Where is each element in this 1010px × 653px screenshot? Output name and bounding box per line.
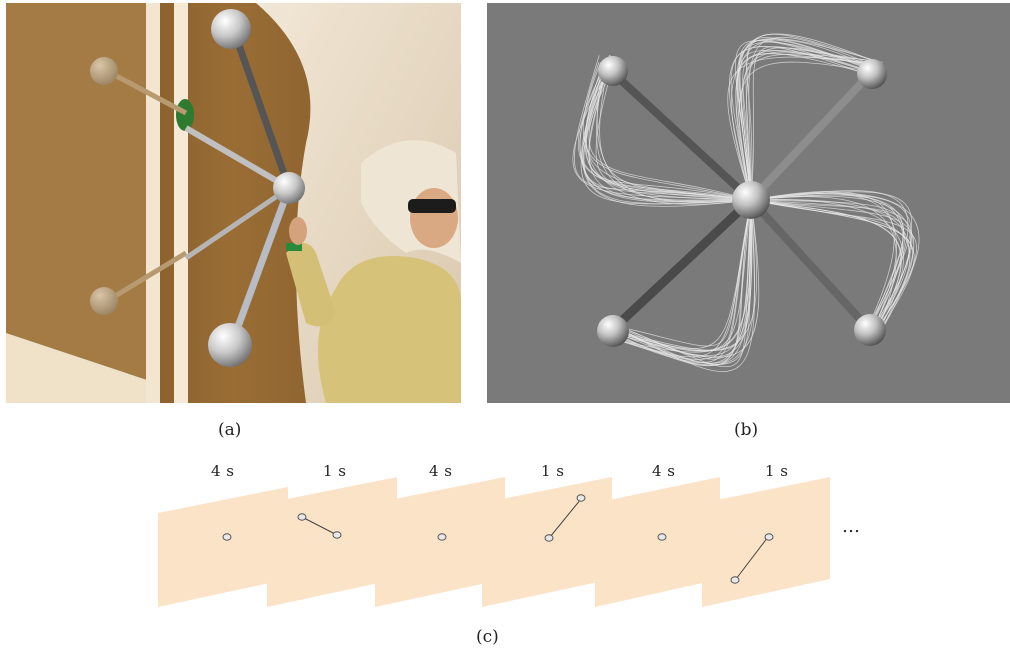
- trajectory-line: [750, 196, 897, 341]
- arm-top-right: [747, 69, 875, 204]
- sequence-continuation: …: [842, 516, 862, 537]
- trajectory-line: [727, 56, 877, 201]
- arm-bottom-left: [606, 195, 756, 336]
- participant-photo: [6, 3, 461, 403]
- trajectory-lines: [572, 33, 920, 372]
- trajectory-line: [582, 70, 752, 207]
- trajectory-line: [588, 70, 752, 201]
- panel-a-photo: [6, 3, 461, 403]
- trajectory-line: [611, 199, 752, 349]
- trajectory-line: [585, 67, 752, 201]
- arm-bottom-right: [747, 196, 873, 333]
- frame-4: [482, 477, 612, 607]
- caption-a: (a): [218, 420, 242, 440]
- frame-3: [375, 477, 505, 607]
- trajectory-line: [610, 199, 756, 366]
- panel-b-trajectories: [487, 3, 1010, 403]
- trajectory-line: [583, 64, 752, 205]
- trajectory-line: [740, 51, 872, 201]
- target-sphere-bottom-left: [597, 315, 629, 347]
- trajectory-plot: [487, 3, 1010, 403]
- duration-label-4: 1 s: [541, 462, 565, 480]
- trajectory-line: [736, 33, 872, 201]
- arm-top-left: [607, 67, 755, 204]
- trajectory-line: [746, 37, 881, 201]
- trajectory-line: [616, 199, 752, 358]
- panel-c-sequence: [150, 455, 850, 615]
- caption-c: (c): [476, 627, 499, 647]
- duration-label-2: 1 s: [323, 462, 347, 480]
- trajectory-line: [588, 55, 752, 201]
- trajectory-line: [581, 56, 752, 201]
- trajectory-line: [610, 199, 753, 356]
- trajectory-line: [735, 52, 874, 201]
- target-sphere-bottom-right: [854, 314, 886, 346]
- trajectory-line: [615, 199, 755, 372]
- trajectory-line: [572, 65, 752, 201]
- center-sphere: [732, 181, 770, 219]
- trajectory-line: [750, 194, 912, 335]
- trajectory-line: [595, 66, 752, 201]
- trajectory-line: [742, 53, 872, 201]
- caption-b: (b): [734, 420, 759, 440]
- frame-5: [595, 477, 720, 607]
- duration-label-1: 4 s: [211, 462, 235, 480]
- trajectory-line: [613, 199, 752, 358]
- frame-1: [158, 487, 288, 607]
- trajectory-line: [750, 191, 895, 335]
- trajectory-line: [735, 39, 876, 201]
- trajectory-line: [750, 199, 904, 336]
- trajectory-line: [750, 199, 914, 332]
- duration-label-6: 1 s: [765, 462, 789, 480]
- trajectory-line: [748, 36, 875, 201]
- target-sphere-top-left: [598, 56, 628, 86]
- frame-6: [702, 477, 830, 607]
- trajectory-line: [579, 58, 752, 201]
- target-sphere-top-right: [857, 59, 887, 89]
- frame-2: [267, 477, 397, 607]
- duration-label-3: 4 s: [429, 462, 453, 480]
- duration-label-5: 4 s: [652, 462, 676, 480]
- trajectory-line: [615, 199, 752, 364]
- trajectory-line: [738, 40, 871, 201]
- trajectory-line: [618, 199, 752, 351]
- trajectory-line: [617, 199, 760, 358]
- sequence-frames: [158, 477, 830, 607]
- trajectory-line: [585, 69, 752, 201]
- trajectory-line: [582, 62, 752, 201]
